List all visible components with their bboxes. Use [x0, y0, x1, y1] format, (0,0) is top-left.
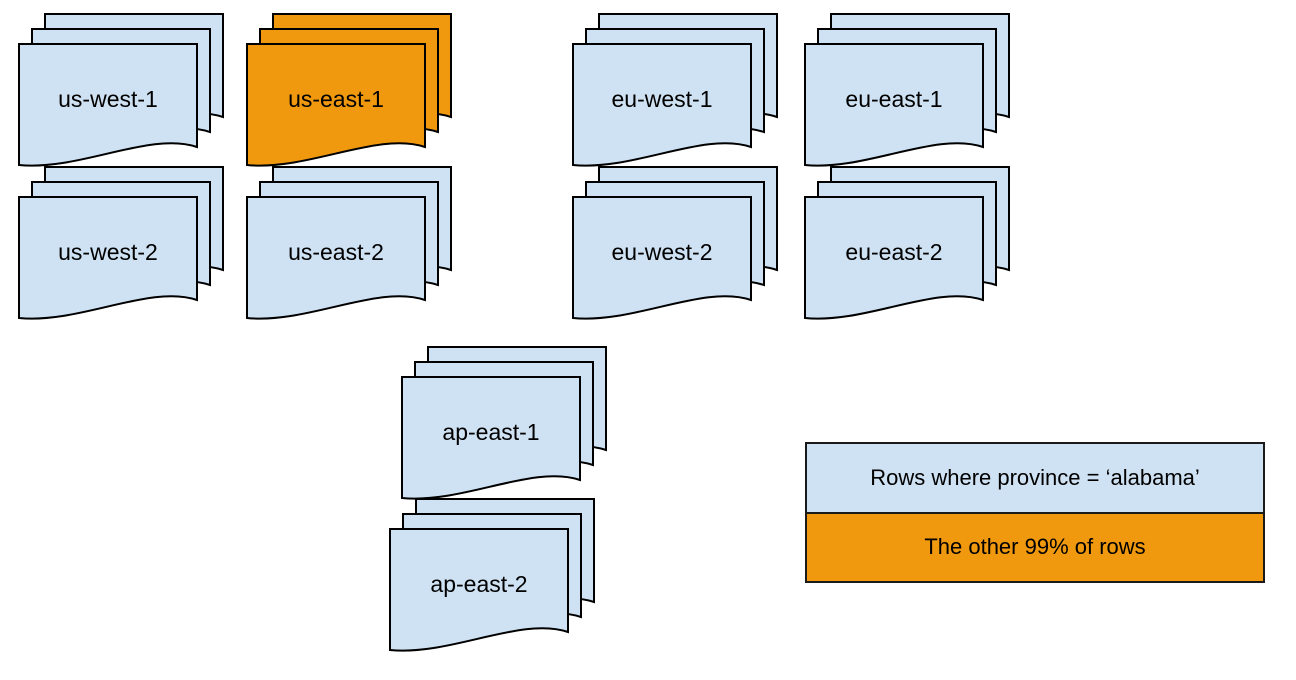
document-stack-icon — [572, 13, 782, 178]
region-stack-us-east-1: us-east-1 — [246, 13, 456, 178]
document-stack-icon — [246, 166, 456, 331]
document-stack-icon — [804, 166, 1014, 331]
document-stack-icon — [18, 13, 228, 178]
document-stack-icon — [389, 498, 599, 663]
document-stack-icon — [246, 13, 456, 178]
document-stack-icon — [18, 166, 228, 331]
region-stack-ap-east-1: ap-east-1 — [401, 346, 611, 511]
legend-item-label: The other 99% of rows — [924, 534, 1146, 560]
region-stack-eu-west-1: eu-west-1 — [572, 13, 782, 178]
legend-item-alabama-rows: Rows where province = ‘alabama’ — [807, 444, 1263, 512]
region-stack-us-west-2: us-west-2 — [18, 166, 228, 331]
legend-item-other-rows: The other 99% of rows — [807, 511, 1263, 581]
legend: Rows where province = ‘alabama’ The othe… — [805, 442, 1265, 583]
region-stack-ap-east-2: ap-east-2 — [389, 498, 599, 663]
document-stack-icon — [401, 346, 611, 511]
document-stack-icon — [572, 166, 782, 331]
region-stack-eu-west-2: eu-west-2 — [572, 166, 782, 331]
legend-item-label: Rows where province = ‘alabama’ — [870, 464, 1200, 490]
document-stack-icon — [804, 13, 1014, 178]
region-stack-eu-east-2: eu-east-2 — [804, 166, 1014, 331]
region-stack-us-east-2: us-east-2 — [246, 166, 456, 331]
region-stack-us-west-1: us-west-1 — [18, 13, 228, 178]
region-stack-eu-east-1: eu-east-1 — [804, 13, 1014, 178]
